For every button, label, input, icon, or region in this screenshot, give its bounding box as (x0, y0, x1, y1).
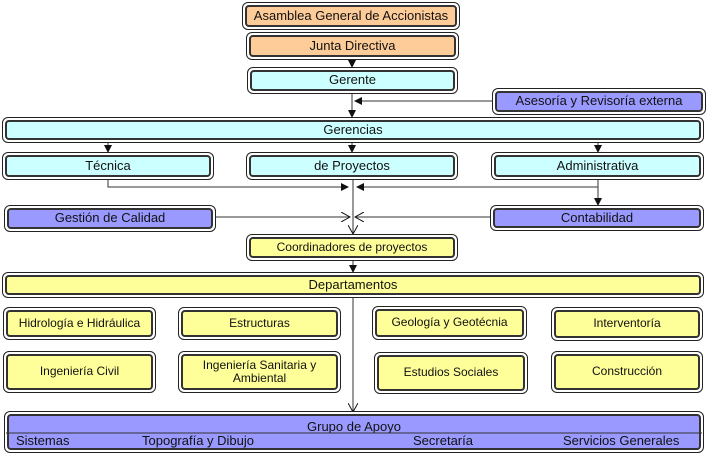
node-coordinadores: Coordinadores de proyectos (246, 234, 458, 261)
apoyo-item-sistemas: Sistemas (16, 433, 70, 448)
node-departamentos: Departamentos (2, 272, 704, 298)
node-asamblea: Asamblea General de Accionistas (242, 2, 460, 30)
node-contabilidad: Contabilidad (490, 205, 704, 231)
administrativa-link (356, 179, 599, 191)
node-gerencias: Gerencias (2, 117, 704, 143)
apoyo-item-servicios: Servicios Generales (563, 433, 680, 448)
dept-construccion: Construcción (551, 351, 703, 393)
node-asesoria: Asesoría y Revisoría externa (492, 88, 706, 115)
node-proyectos: de Proyectos (246, 152, 458, 180)
node-gerente: Gerente (247, 67, 458, 94)
apoyo-item-topografia: Topografía y Dibujo (142, 433, 255, 448)
dept-civil: Ingeniería Civil (3, 351, 156, 393)
node-administrativa: Administrativa (491, 152, 704, 180)
dept-estructuras: Estructuras (178, 307, 341, 340)
tecnica-link (107, 179, 349, 191)
apoyo-item-secretaria: Secretaría (413, 433, 473, 448)
dept-interventoria: Interventoría (551, 307, 703, 341)
node-tecnica: Técnica (2, 152, 214, 180)
dept-sanitaria: Ingeniería Sanitaria y Ambiental (178, 351, 341, 393)
dept-estudios-sociales: Estudios Sociales (374, 352, 528, 394)
node-junta: Junta Directiva (246, 32, 459, 60)
dept-geologia: Geología y Geotécnia (372, 306, 527, 340)
dept-hidrologia: Hidrología e Hidráulica (3, 307, 156, 340)
node-grupo-apoyo: Grupo de Apoyo (4, 411, 704, 453)
apoyo-title: Grupo de Apoyo (307, 419, 401, 434)
node-calidad: Gestión de Calidad (4, 205, 216, 232)
